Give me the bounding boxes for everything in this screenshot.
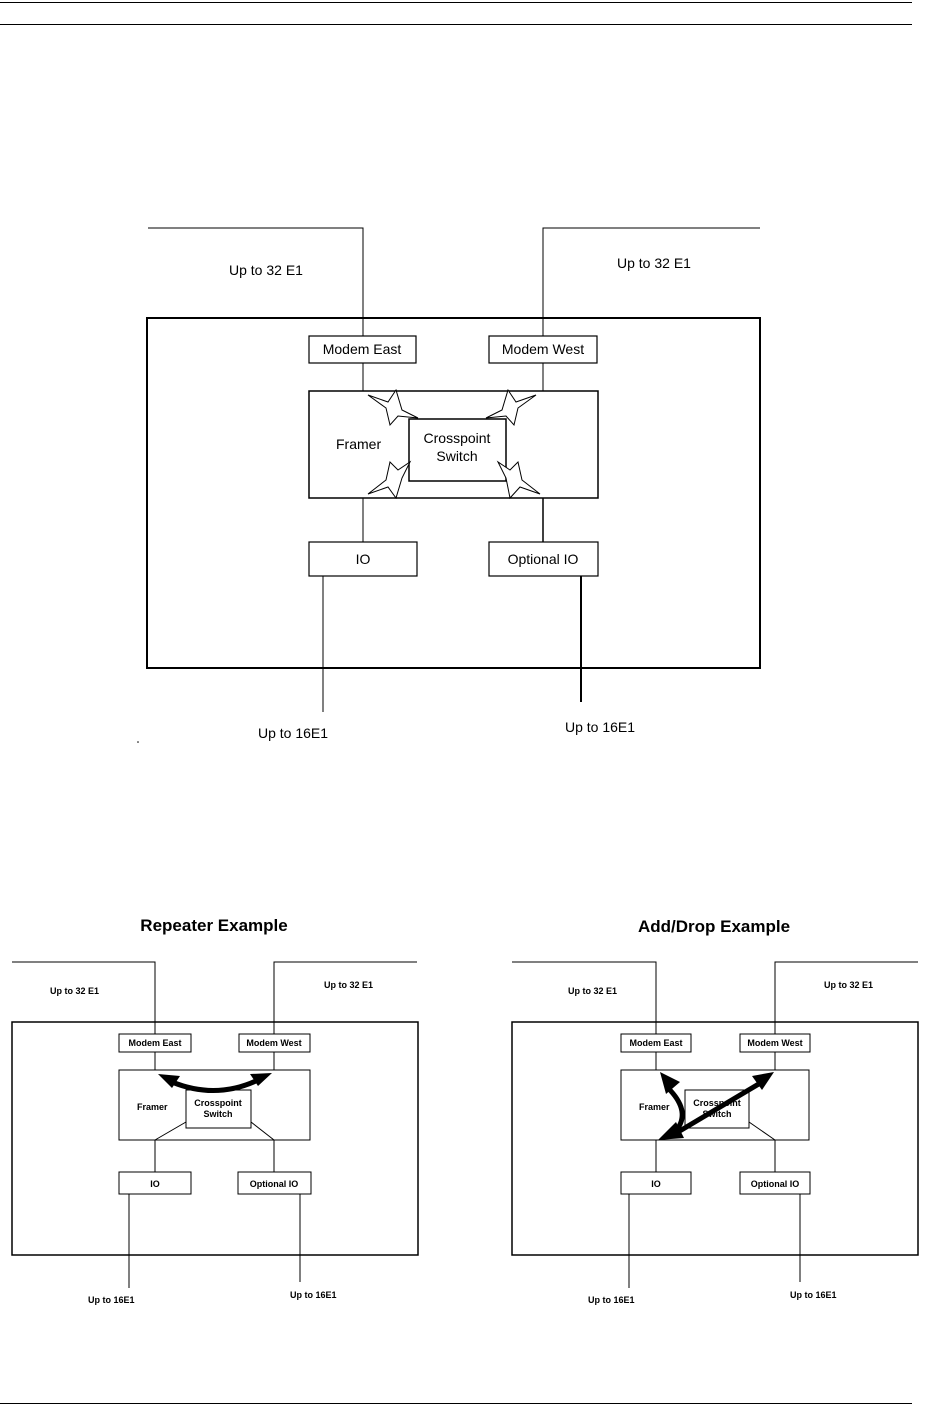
- repeater-framer-label: Framer: [137, 1102, 168, 1112]
- repeater-io-box: [118, 1171, 192, 1195]
- optional-io-box: [488, 541, 599, 577]
- repeater-bottom-left-label: Up to 16E1: [88, 1295, 135, 1305]
- add-drop-example-diagram: Add/Drop Example Up to 32 E1 Up to 32 E1…: [511, 917, 919, 1305]
- framer-label: Framer: [336, 436, 381, 452]
- io-label: IO: [356, 551, 371, 567]
- add-drop-top-right-label: Up to 32 E1: [824, 980, 873, 990]
- add-drop-west-arrowhead: [752, 1072, 774, 1090]
- main-diagram: Up to 32 E1 Up to 32 E1 Modem East Modem…: [137, 227, 761, 743]
- repeater-crosspoint-box: [185, 1089, 252, 1129]
- repeater-modem-east-label: Modem East: [128, 1038, 181, 1048]
- repeater-optional-io-label: Optional IO: [250, 1179, 299, 1189]
- top-right-feed-line: [542, 227, 760, 336]
- arrow-west-bottom: [496, 460, 541, 500]
- top-left-capacity-label: Up to 32 E1: [229, 262, 303, 278]
- add-drop-modem-west-label: Modem West: [747, 1038, 802, 1048]
- node-enclosure: [146, 317, 761, 669]
- add-drop-diag-right: [748, 1121, 776, 1141]
- repeater-arrowhead-west: [250, 1073, 272, 1086]
- repeater-optional-io-box: [237, 1171, 312, 1195]
- repeater-crosspoint-line2: Switch: [203, 1109, 232, 1119]
- add-drop-bottom-right-label: Up to 16E1: [790, 1290, 837, 1300]
- add-drop-east-path: [666, 1086, 685, 1130]
- bottom-left-capacity-label: Up to 16E1: [258, 725, 328, 741]
- add-drop-framer-label: Framer: [639, 1102, 670, 1112]
- add-drop-optional-io-box: [739, 1171, 811, 1195]
- repeater-top-left-label: Up to 32 E1: [50, 986, 99, 996]
- add-drop-title: Add/Drop Example: [638, 917, 790, 936]
- add-drop-node-enclosure: [511, 1021, 919, 1256]
- top-right-capacity-label: Up to 32 E1: [617, 255, 691, 271]
- add-drop-io-box: [620, 1171, 692, 1195]
- add-drop-optional-io-label: Optional IO: [751, 1179, 800, 1189]
- top-rule-1: [0, 2, 912, 3]
- crosspoint-label-line2: Switch: [436, 448, 477, 464]
- io-box: [308, 541, 418, 577]
- add-drop-drop-arrowhead: [658, 1122, 684, 1140]
- top-left-feed-line: [148, 227, 364, 336]
- modem-east-label: Modem East: [323, 341, 402, 357]
- add-drop-io-label: IO: [651, 1179, 661, 1189]
- repeater-modem-west-label: Modem West: [246, 1038, 301, 1048]
- repeater-path-arrow: [171, 1077, 260, 1093]
- repeater-title: Repeater Example: [140, 916, 287, 935]
- stray-dot: [137, 741, 139, 743]
- add-drop-crosspoint-line2: Switch: [702, 1109, 731, 1119]
- modem-west-box: [488, 335, 598, 364]
- modem-west-label: Modem West: [502, 341, 584, 357]
- repeater-crosspoint-line1: Crosspoint: [194, 1098, 242, 1108]
- bottom-right-capacity-label: Up to 16E1: [565, 719, 635, 735]
- modem-east-box: [308, 335, 417, 364]
- repeater-top-right-feed: [273, 961, 417, 1034]
- crosspoint-switch-box: [408, 418, 507, 482]
- repeater-node-enclosure: [11, 1021, 419, 1256]
- arrow-west-top: [485, 388, 537, 427]
- add-drop-cross-path: [676, 1079, 764, 1135]
- arrow-east-top: [367, 388, 419, 427]
- add-drop-top-left-label: Up to 32 E1: [568, 986, 617, 996]
- repeater-top-right-label: Up to 32 E1: [324, 980, 373, 990]
- repeater-diag-right: [250, 1121, 275, 1141]
- add-drop-top-right-feed: [774, 961, 918, 1034]
- optional-io-label: Optional IO: [508, 551, 579, 567]
- repeater-example-diagram: Repeater Example Up to 32 E1 Up to 32 E1…: [11, 916, 419, 1305]
- arrow-east-bottom: [367, 460, 412, 500]
- top-rule-2: [0, 24, 912, 25]
- add-drop-east-arrowhead: [660, 1072, 680, 1094]
- repeater-top-left-feed: [12, 961, 156, 1034]
- repeater-diag-left: [154, 1121, 187, 1141]
- repeater-bottom-right-label: Up to 16E1: [290, 1290, 337, 1300]
- add-drop-top-left-feed: [512, 961, 657, 1034]
- add-drop-bottom-left-label: Up to 16E1: [588, 1295, 635, 1305]
- bottom-rule: [0, 1403, 912, 1404]
- repeater-arrowhead-east: [158, 1074, 180, 1088]
- add-drop-modem-east-label: Modem East: [629, 1038, 682, 1048]
- repeater-io-label: IO: [150, 1179, 160, 1189]
- add-drop-crosspoint-line1: Crosspoint: [693, 1098, 741, 1108]
- crosspoint-label-line1: Crosspoint: [424, 430, 491, 446]
